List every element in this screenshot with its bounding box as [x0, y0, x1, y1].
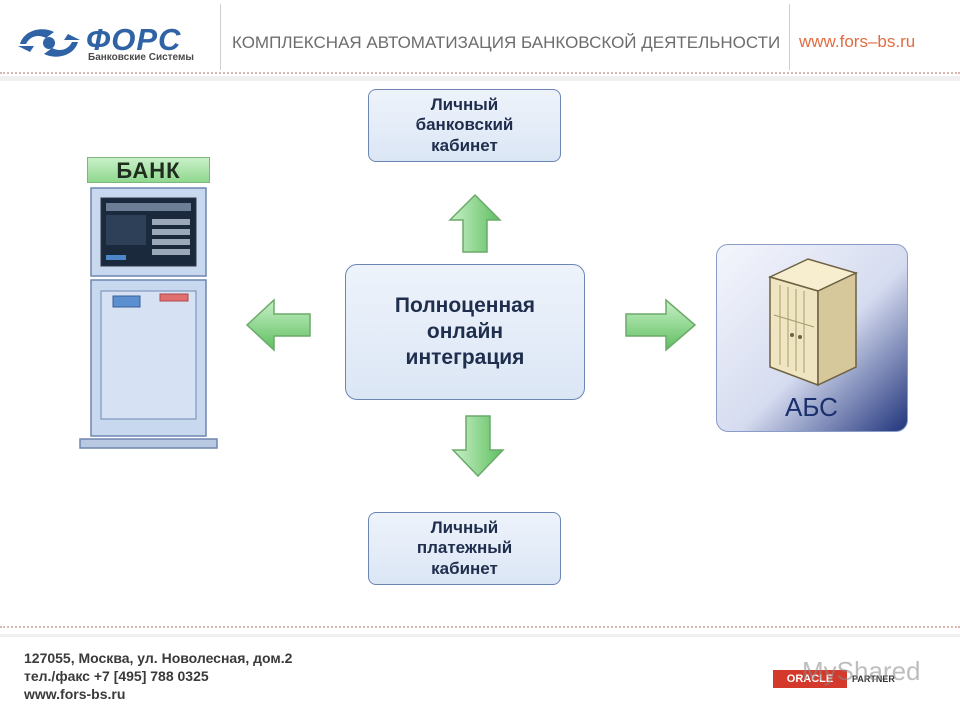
top-box-line: кабинет	[431, 135, 498, 155]
center-box-line: онлайн	[426, 319, 504, 343]
footer-address: 127055, Москва, ул. Новолесная, дом.2	[24, 650, 293, 666]
center-box-line: интеграция	[405, 346, 525, 370]
footer-website[interactable]: www.fors-bs.ru	[24, 686, 126, 702]
header-website[interactable]: www.fors–bs.ru	[799, 32, 916, 51]
header-bar	[0, 76, 960, 81]
arrow-down-icon	[451, 415, 505, 478]
header-tagline: КОМПЛЕКСНАЯ АВТОМАТИЗАЦИЯ БАНКОВСКОЙ ДЕЯ…	[232, 33, 781, 52]
logo-subtitle: Банковские Системы	[88, 52, 194, 63]
footer-dotted-line	[0, 626, 960, 628]
logo-name: ФОРС	[86, 22, 182, 57]
top-box-line: банковский	[415, 115, 514, 135]
header-dotted-line	[0, 72, 960, 74]
header-divider	[789, 4, 790, 70]
personal-payment-cabinet-box: Личный платежный кабинет	[368, 512, 561, 585]
arrow-right-icon	[625, 298, 697, 352]
online-integration-box: Полноценная онлайн интеграция	[345, 264, 585, 400]
server-icon	[767, 258, 859, 387]
abs-label: АБС	[785, 392, 838, 422]
kiosk-icon	[79, 187, 218, 449]
personal-banking-cabinet-box: Личный банковский кабинет	[368, 89, 561, 162]
bank-label: БАНК	[87, 157, 210, 183]
bottom-box-line: кабинет	[431, 558, 498, 578]
oracle-logo: ORACLE	[773, 670, 847, 688]
header-divider	[220, 4, 221, 70]
top-box-line: Личный	[430, 94, 499, 114]
footer-phone: тел./факс +7 [495] 788 0325	[24, 668, 209, 684]
oracle-partner-text: PARTNER	[852, 674, 895, 684]
arrow-up-icon	[448, 193, 502, 253]
fors-logo-icon	[18, 29, 80, 57]
watermark: MyShared	[802, 656, 921, 686]
footer-bar	[0, 634, 960, 637]
bottom-box-line: Личный	[430, 517, 499, 537]
bottom-box-line: платежный	[416, 538, 513, 558]
arrow-left-icon	[245, 298, 311, 352]
center-box-line: Полноценная	[394, 293, 536, 317]
